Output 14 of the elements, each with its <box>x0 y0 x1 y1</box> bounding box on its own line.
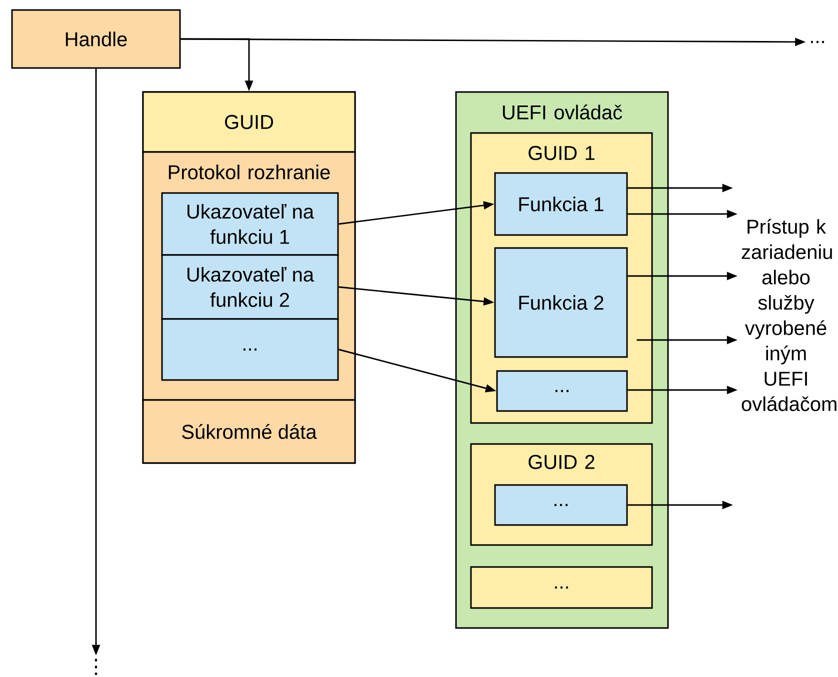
note-text: Prístup k zariadeniu alebo služby vyrobené iným UEFI ovládačom <box>742 218 836 412</box>
function-box: Funkcia 1 <box>494 172 628 236</box>
ellipsis: ... <box>811 40 824 44</box>
group-box: ... <box>470 566 653 609</box>
pointer-box: Ukazovateľ na funkciu 2 <box>161 254 339 320</box>
band: GUID <box>142 91 356 153</box>
handle-box: Handle <box>11 9 181 69</box>
ellipsis: ⋮ <box>94 658 98 676</box>
pointer-box: Ukazovateľ na funkciu 1 <box>161 192 339 256</box>
function-box: ... <box>496 370 628 412</box>
function-box: Funkcia 2 <box>494 247 628 358</box>
band: Súkromné dáta <box>142 399 356 464</box>
pointer-box: ... <box>161 318 339 381</box>
function-box: ... <box>494 484 628 526</box>
